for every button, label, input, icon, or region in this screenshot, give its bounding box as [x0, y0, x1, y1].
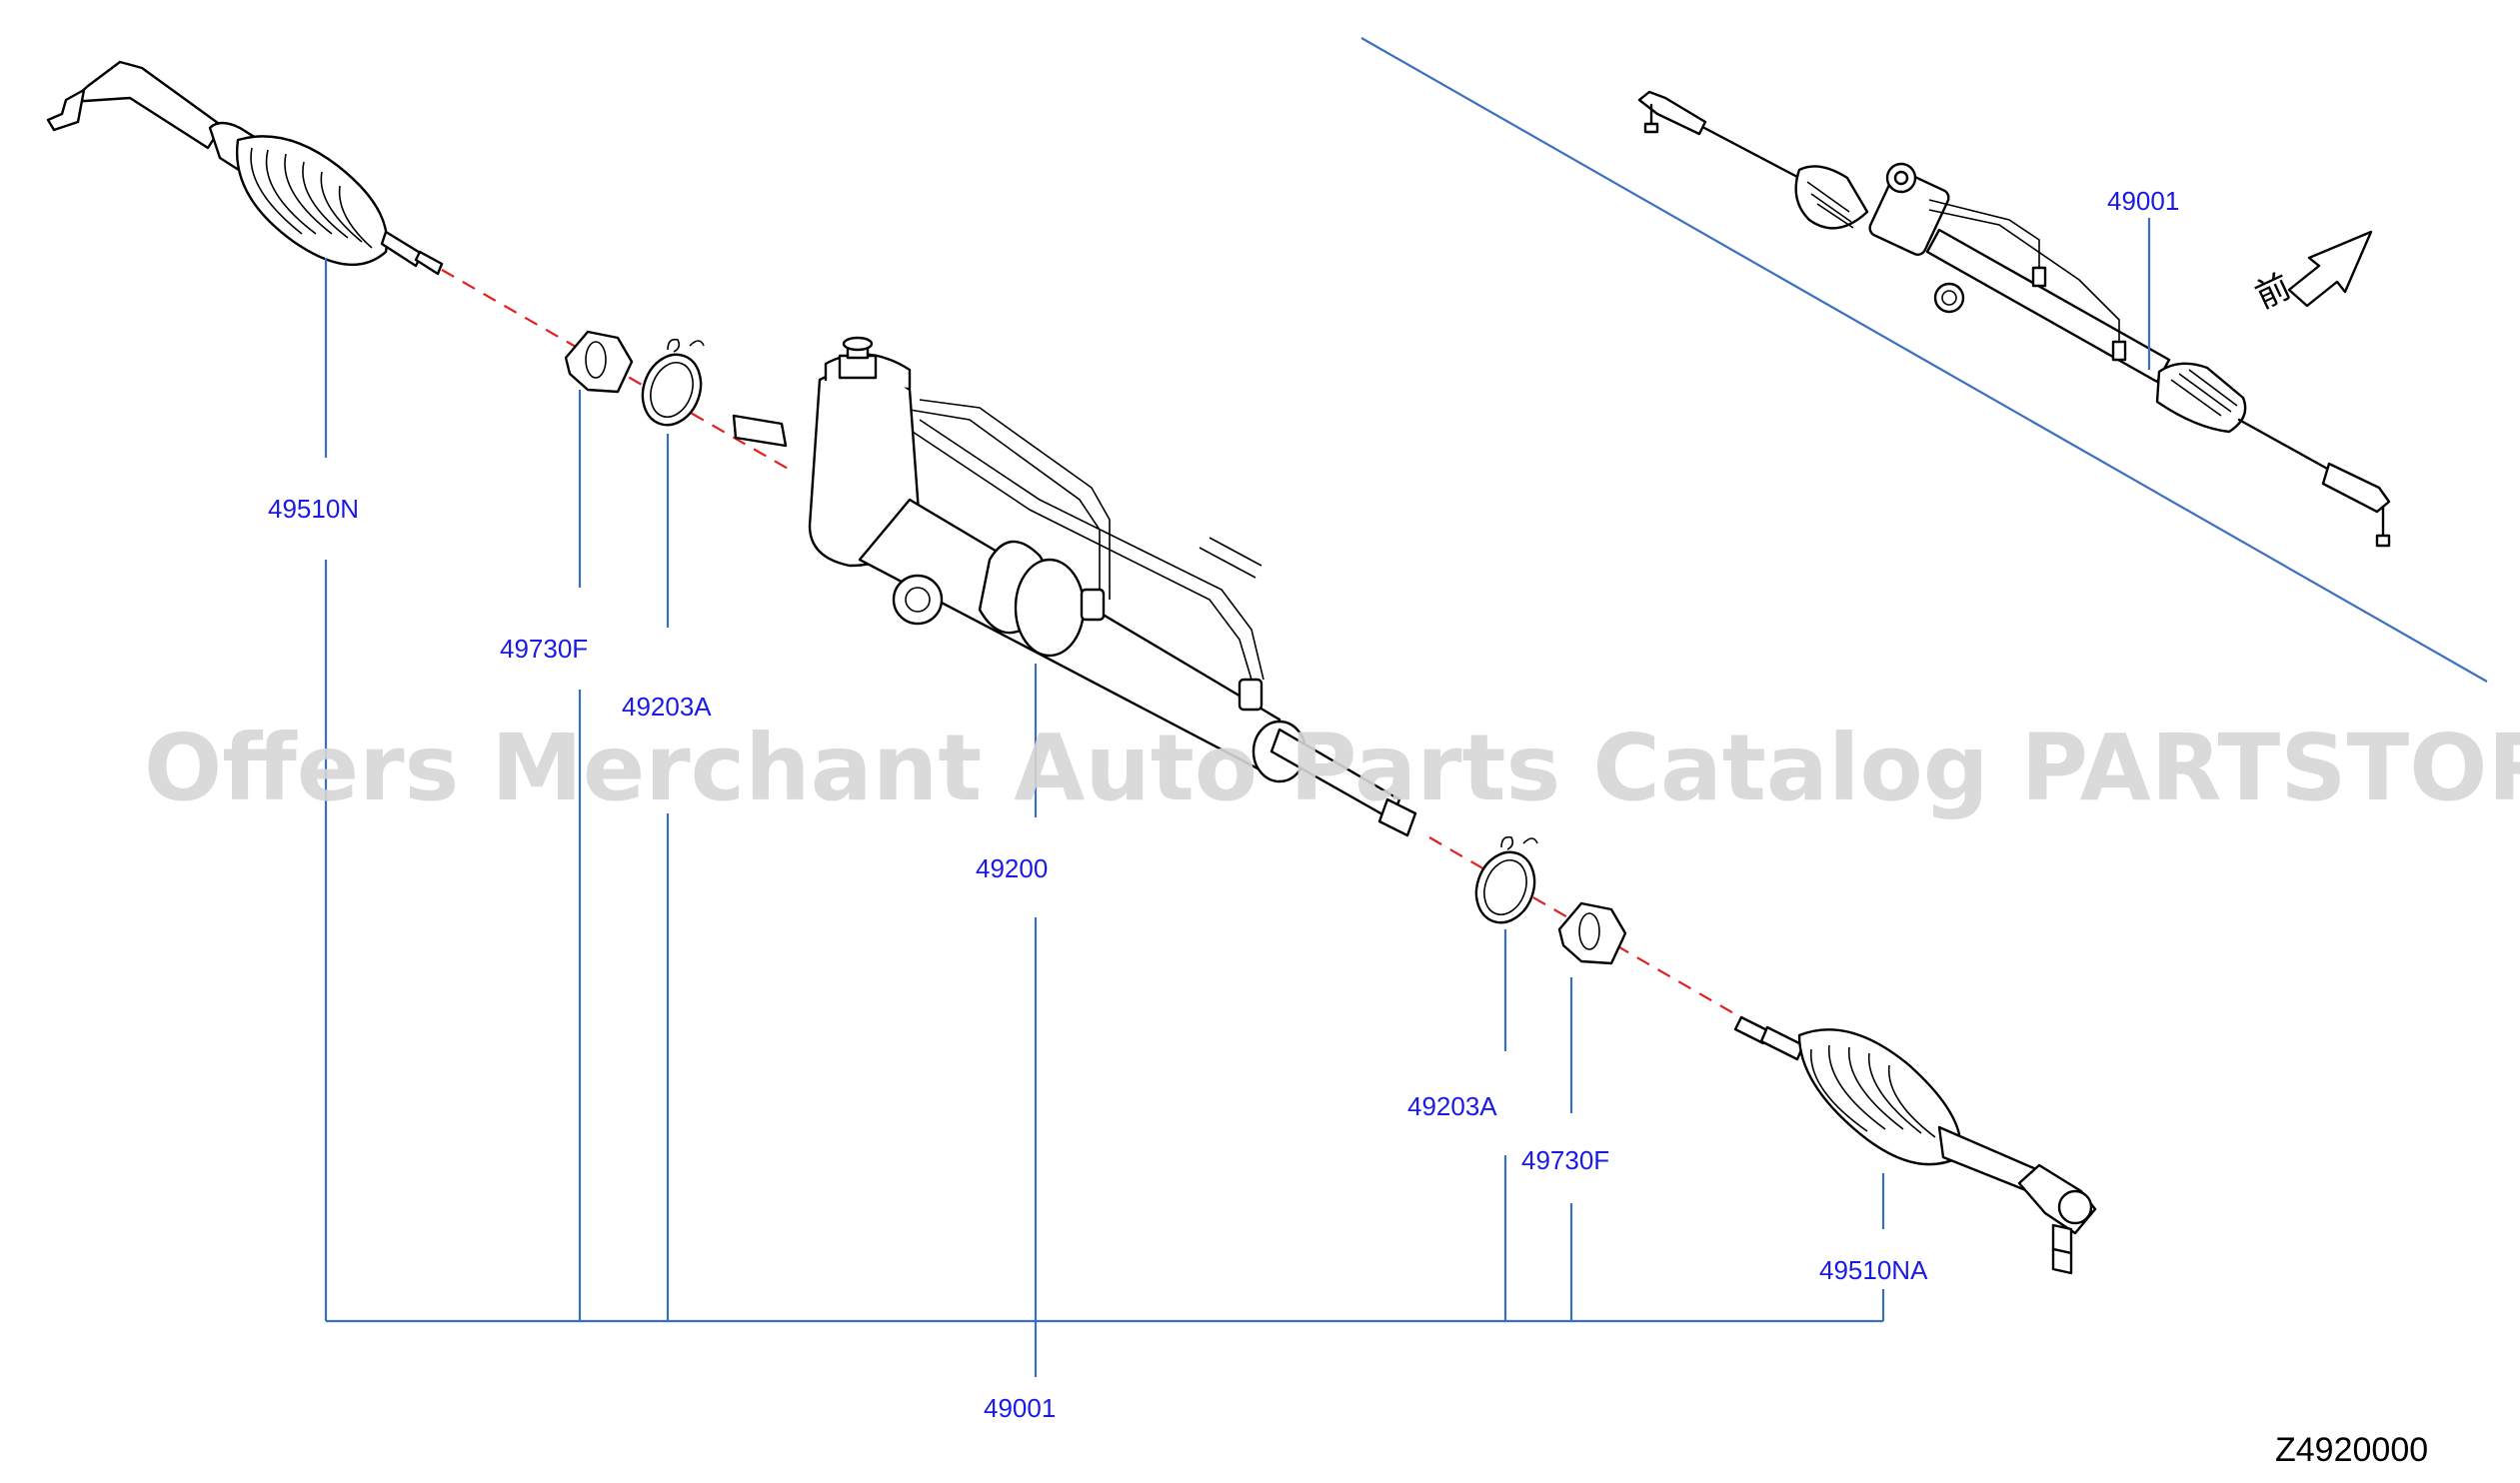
- part-label-49001-inset[interactable]: 49001: [2107, 186, 2179, 216]
- centerline-right: [1428, 836, 1762, 1030]
- part-label-49510na[interactable]: 49510NA: [1819, 1255, 1928, 1285]
- leader-lines: [324, 218, 2151, 1377]
- right-lock-nut-drawing: [1557, 901, 1627, 965]
- front-direction-arrow-icon: [2287, 230, 2373, 308]
- part-label-49203a-left[interactable]: 49203A: [622, 692, 712, 722]
- part-label-49730f-left[interactable]: 49730F: [500, 634, 588, 664]
- watermark-text: Offers Merchant Auto Parts Catalog PARTS…: [144, 715, 2520, 821]
- right-boot-clamp-drawing: [1474, 835, 1538, 924]
- part-label-49001[interactable]: 49001: [984, 1393, 1056, 1423]
- inset-assembly-drawing: [1637, 90, 2391, 548]
- diagram-code: Z4920000: [2275, 1431, 2428, 1469]
- rack-housing-drawing: [732, 336, 1417, 837]
- part-label-49203a-right[interactable]: 49203A: [1407, 1091, 1497, 1121]
- left-lock-nut-drawing: [564, 330, 634, 394]
- inset-divider-line: [1360, 37, 2488, 683]
- right-tie-rod-drawing: [1733, 1015, 2097, 1275]
- part-label-49730f-right[interactable]: 49730F: [1521, 1145, 1609, 1175]
- part-label-49200[interactable]: 49200: [976, 853, 1048, 883]
- left-boot-clamp-drawing: [641, 338, 705, 427]
- part-label-49510n[interactable]: 49510N: [268, 494, 359, 524]
- front-direction-glyph: 前: [2250, 268, 2297, 317]
- left-tie-rod-drawing: [46, 60, 444, 276]
